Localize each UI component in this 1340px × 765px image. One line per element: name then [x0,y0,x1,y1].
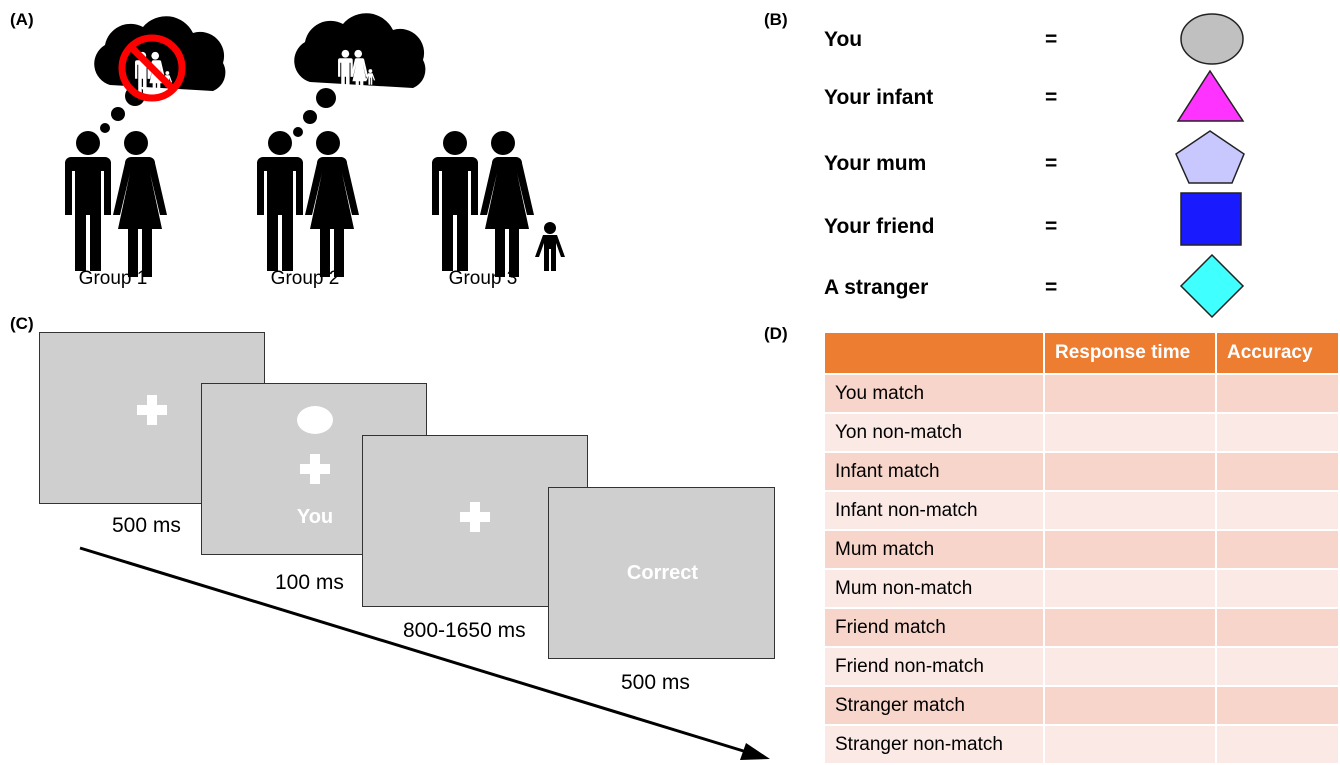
cell [1216,569,1340,609]
pentagon-icon [1175,130,1245,184]
cell [1216,725,1340,765]
groups-illustration [65,13,565,277]
cell [1216,647,1340,687]
table-row: Friend non-match [825,647,1340,687]
equals-sign: = [1045,215,1058,238]
timeline-arrow [79,546,770,760]
table-row: You match [825,374,1340,414]
screen3-duration: 800-1650 ms [403,619,526,642]
table-row: Mum match [825,530,1340,570]
group1-label: Group 1 [78,268,148,289]
cell [1044,413,1217,453]
equals-sign: = [1045,28,1058,51]
row-label: Friend non-match [825,647,1045,687]
cell [1216,686,1340,726]
panel-c-label: (C) [10,314,34,333]
legend-label-mum: Your mum [824,152,927,175]
prohibited-icon [118,34,186,102]
feedback-screen: Correct [548,487,775,659]
stimulus-label: You [296,506,334,528]
cell [1216,413,1340,453]
table-header-empty [825,333,1045,375]
group2-figures [257,13,426,277]
row-label: You match [825,374,1045,414]
ellipse-stimulus-icon [297,406,333,434]
square-icon [1180,192,1242,246]
panel-a-label: (A) [10,10,34,29]
table-row: Infant match [825,452,1340,492]
table-row: Stranger match [825,686,1340,726]
row-label: Yon non-match [825,413,1045,453]
row-label: Stranger match [825,686,1045,726]
triangle-icon [1176,69,1245,122]
group1-figures [65,16,226,277]
cell [1044,530,1217,570]
table-row: Infant non-match [825,491,1340,531]
legend-label-friend: Your friend [824,215,935,238]
cell [1044,569,1217,609]
group3-label: Group 3 [448,268,518,289]
fixation-cross-icon [460,502,490,532]
legend-label-you: You [824,28,863,51]
diamond-icon [1179,253,1245,319]
cell [1216,530,1340,570]
cell [1216,374,1340,414]
table-row: Yon non-match [825,413,1340,453]
cell [1044,452,1217,492]
panel-b-label: (B) [764,10,788,29]
feedback-text: Correct [626,562,699,584]
panel-d-label: (D) [764,324,788,343]
response-table: Response time Accuracy You match Yon non… [825,333,1340,765]
equals-sign: = [1045,152,1058,175]
cell [1044,647,1217,687]
fixation-cross-icon [137,395,167,425]
group2-label: Group 2 [270,268,340,289]
row-label: Infant match [825,452,1045,492]
screen4-duration: 500 ms [621,671,690,694]
equals-sign: = [1045,276,1058,299]
cell [1044,686,1217,726]
row-label: Friend match [825,608,1045,648]
screen2-duration: 100 ms [275,571,344,594]
fixation-cross-icon [300,454,330,484]
equals-sign: = [1045,86,1058,109]
circle-icon [1180,13,1244,65]
row-label: Mum non-match [825,569,1045,609]
table-header-accuracy: Accuracy [1216,333,1340,375]
table-row: Friend match [825,608,1340,648]
row-label: Stranger non-match [825,725,1045,765]
cell [1216,452,1340,492]
cell [1044,725,1217,765]
cell [1044,608,1217,648]
cell [1044,374,1217,414]
cell [1216,491,1340,531]
legend-label-stranger: A stranger [824,276,929,299]
row-label: Infant non-match [825,491,1045,531]
table-row: Mum non-match [825,569,1340,609]
table-header-row: Response time Accuracy [825,333,1340,375]
legend-shapes [1175,13,1245,319]
cell [1216,608,1340,648]
row-label: Mum match [825,530,1045,570]
legend-label-infant: Your infant [824,86,934,109]
cell [1044,491,1217,531]
table-header-response-time: Response time [1044,333,1217,375]
table-row: Stranger non-match [825,725,1340,765]
screen1-duration: 500 ms [112,514,181,537]
group3-figures [432,131,565,277]
